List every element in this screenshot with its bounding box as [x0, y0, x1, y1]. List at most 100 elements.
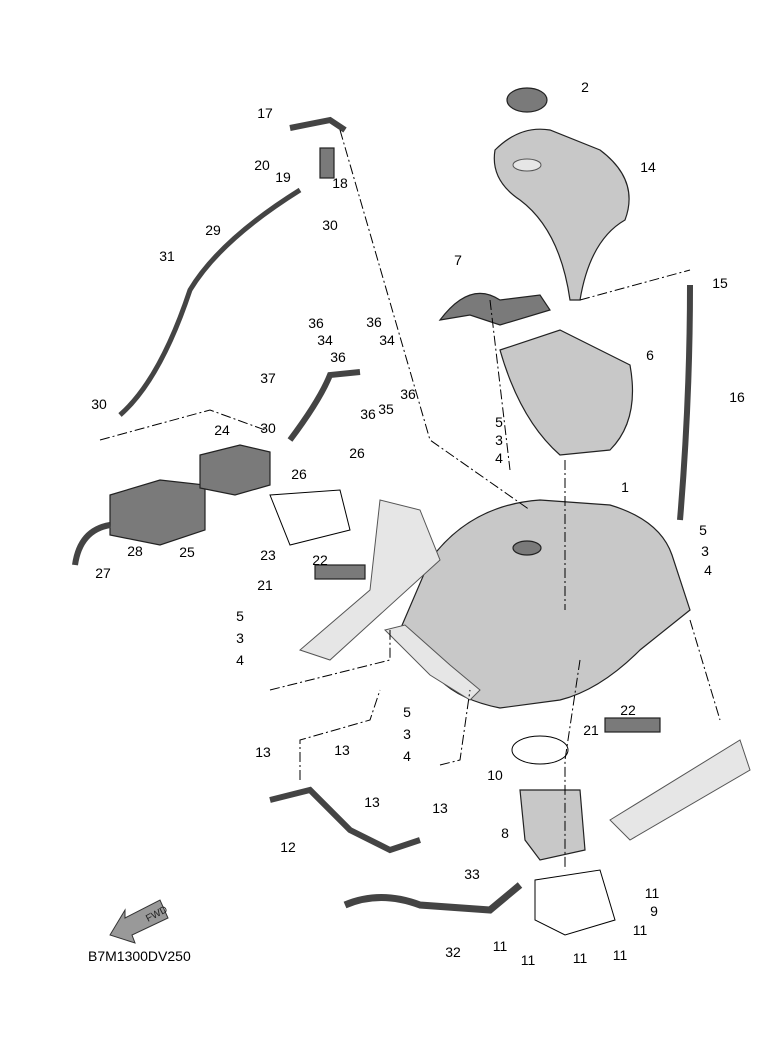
callout-22: 22	[312, 552, 328, 568]
guide-line	[99, 409, 266, 441]
damper-22-right	[604, 717, 661, 733]
callout-5: 5	[403, 704, 411, 720]
callout-3: 3	[403, 726, 411, 742]
callout-26: 26	[291, 466, 307, 482]
callout-30: 30	[322, 217, 338, 233]
cover-6	[499, 329, 634, 456]
callout-30: 30	[91, 396, 107, 412]
heat-shield-right	[609, 739, 751, 841]
callout-11: 11	[645, 885, 660, 901]
callout-4: 4	[495, 450, 503, 466]
callout-26: 26	[349, 445, 365, 461]
plate-9	[534, 869, 616, 936]
callout-12: 12	[280, 839, 296, 855]
guide-line	[439, 689, 471, 766]
callout-27: 27	[95, 565, 111, 581]
gasket-10	[511, 735, 569, 765]
callout-13: 13	[255, 744, 271, 760]
callout-36: 36	[400, 386, 416, 402]
callout-4: 4	[403, 748, 411, 764]
pipe-17	[289, 116, 347, 133]
canister-24	[199, 444, 271, 496]
filler-neck	[512, 540, 542, 556]
callout-11: 11	[521, 952, 536, 968]
callout-16: 16	[729, 389, 745, 405]
callout-11: 11	[493, 938, 508, 954]
callout-28: 28	[127, 543, 143, 559]
callout-13: 13	[432, 800, 448, 816]
callout-4: 4	[704, 562, 712, 578]
callout-21: 21	[257, 577, 273, 593]
callout-5: 5	[495, 414, 503, 430]
callout-3: 3	[236, 630, 244, 646]
guide-line	[299, 689, 381, 780]
callout-9: 9	[650, 903, 658, 919]
callout-13: 13	[364, 794, 380, 810]
fuel-pump-8	[519, 789, 586, 861]
guide-line	[339, 129, 531, 511]
callout-34: 34	[317, 332, 333, 348]
guide-line	[689, 619, 721, 721]
callout-3: 3	[495, 432, 503, 448]
fuel-tank	[394, 499, 691, 709]
callout-15: 15	[712, 275, 728, 291]
protector-7	[438, 292, 551, 326]
callout-13: 13	[334, 742, 350, 758]
tank-mount-plate	[384, 624, 481, 701]
fuel-cap	[506, 87, 548, 113]
callout-21: 21	[583, 722, 599, 738]
callout-29: 29	[205, 222, 221, 238]
callout-32: 32	[445, 944, 461, 960]
callout-11: 11	[613, 947, 628, 963]
callout-8: 8	[501, 825, 509, 841]
callout-30: 30	[260, 420, 276, 436]
fuel-hose-32	[343, 882, 523, 914]
callout-24: 24	[214, 422, 230, 438]
callout-36: 36	[308, 315, 324, 331]
guide-line	[269, 630, 391, 691]
callout-7: 7	[454, 252, 462, 268]
callout-6: 6	[646, 347, 654, 363]
callout-10: 10	[487, 767, 503, 783]
callout-5: 5	[236, 608, 244, 624]
damper-22-left	[314, 564, 366, 580]
cover-filler-hole	[512, 158, 542, 172]
callout-35: 35	[378, 401, 394, 417]
guide-line	[579, 269, 691, 301]
bracket-23	[269, 489, 351, 546]
callout-4: 4	[236, 652, 244, 668]
hose-37	[287, 369, 361, 442]
callout-31: 31	[159, 248, 175, 264]
callout-22: 22	[620, 702, 636, 718]
callout-2: 2	[581, 79, 589, 95]
callout-18: 18	[332, 175, 348, 191]
guide-line	[489, 299, 511, 471]
callout-33: 33	[464, 866, 480, 882]
callout-36: 36	[360, 406, 376, 422]
callout-1: 1	[621, 479, 629, 495]
canister-25	[109, 479, 206, 546]
callout-17: 17	[257, 105, 273, 121]
callout-34: 34	[379, 332, 395, 348]
hose-16	[677, 284, 693, 521]
callout-5: 5	[699, 522, 707, 538]
callout-25: 25	[179, 544, 195, 560]
callout-36: 36	[330, 349, 346, 365]
part-18	[319, 147, 335, 179]
callout-37: 37	[260, 370, 276, 386]
callout-14: 14	[640, 159, 656, 175]
callout-36: 36	[366, 314, 382, 330]
callout-11: 11	[633, 922, 648, 938]
tank-top-cover	[493, 128, 630, 301]
bracket-12	[269, 786, 421, 854]
callout-20: 20	[254, 157, 270, 173]
callout-11: 11	[573, 950, 588, 966]
fwd-arrow-icon	[109, 899, 169, 944]
hose-29	[118, 187, 302, 417]
hose-27	[72, 522, 111, 566]
callout-23: 23	[260, 547, 276, 563]
callout-3: 3	[701, 543, 709, 559]
